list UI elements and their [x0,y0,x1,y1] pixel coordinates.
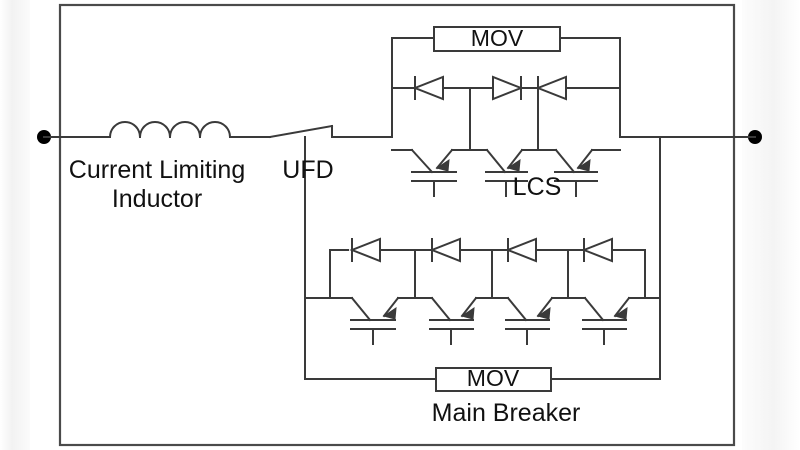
mb-diode-4 [567,237,646,263]
lcs-mov-label: MOV [471,25,524,51]
lcs-diode-1-triangle [412,75,444,101]
inductor-coil-2 [138,121,172,139]
inductor-label-line2: Inductor [112,185,202,213]
mb-igbt-2-arrow [460,307,475,320]
mb-igbt-4-emitter-slope [583,296,605,322]
lcs-igbt-3-emitter-slope [554,148,576,174]
mb-diode-3-triangle [505,237,537,263]
mb-igbt-4-arrow [613,307,628,320]
lcs-diode-2-triangle [492,75,524,101]
mb-igbt-1-arrow [382,307,397,320]
mb-igbt-3-collector-slope [536,296,554,318]
lcs-igbt-3-collector-slope [576,148,594,170]
mb-diode-2 [414,237,493,263]
mb-diode-1 [349,237,416,263]
lcs-igbt-3-arrow [576,159,591,172]
lcs-diode-3-triangle [535,75,567,101]
mb-igbt-2-collector-slope [460,296,478,318]
lcs-igbt-1-collector-slope [435,148,454,170]
mb-igbt-1-emitter-slope [350,296,372,322]
inductor-coil-3 [168,121,202,139]
lcs-igbt-3 [537,148,621,197]
lcs-assembly: MOV [391,25,621,197]
lcs-diode-3 [535,75,621,101]
ufd-blade[interactable] [268,124,334,139]
left-edge-shade [0,0,30,450]
mb-diode-1-triangle [349,237,381,263]
lcs-igbt-2-emitter-slope [485,148,507,174]
right-edge-shade [742,0,800,450]
mb-igbt-3 [491,296,569,345]
ufd-switch[interactable] [268,124,393,139]
lcs-diode-1 [412,75,471,101]
inductor-coil-4 [198,121,232,139]
ufd-label: UFD [282,156,333,184]
current-limiting-inductor [43,121,271,139]
mb-diode-2-triangle [429,237,461,263]
mb-igbt-3-emitter-slope [506,296,528,322]
mb-igbt-1-collector-slope [382,296,400,318]
mb-igbt-1 [350,296,416,345]
main-breaker-label: Main Breaker [432,399,581,427]
mb-igbt-3-arrow [536,307,551,320]
mb-mov-body [435,367,552,392]
diagram-frame [58,3,736,447]
lcs-igbt-1-emitter-slope [410,148,434,174]
lcs-igbt-1 [391,148,471,197]
mb-diode-3 [491,237,569,263]
mb-igbt-4 [567,296,646,345]
lcs-label: LCS [513,173,562,201]
lcs-igbt-2 [469,148,539,197]
lcs-diode-2 [469,75,539,101]
mb-mov-label: MOV [467,365,520,391]
main-breaker-assembly: MOV [304,237,661,392]
lcs-igbt-2-collector-slope [506,148,524,170]
inductor-coil-1 [108,121,142,139]
lcs-mov-body [433,26,561,52]
mb-diode-4-triangle [581,237,613,263]
mb-igbt-2-emitter-slope [430,296,452,322]
inductor-label-line1: Current Limiting [69,156,245,184]
mb-igbt-4-collector-slope [613,296,631,318]
lcs-igbt-2-arrow [506,159,521,172]
lcs-igbt-1-arrow [435,159,450,172]
mb-igbt-2 [414,296,493,345]
